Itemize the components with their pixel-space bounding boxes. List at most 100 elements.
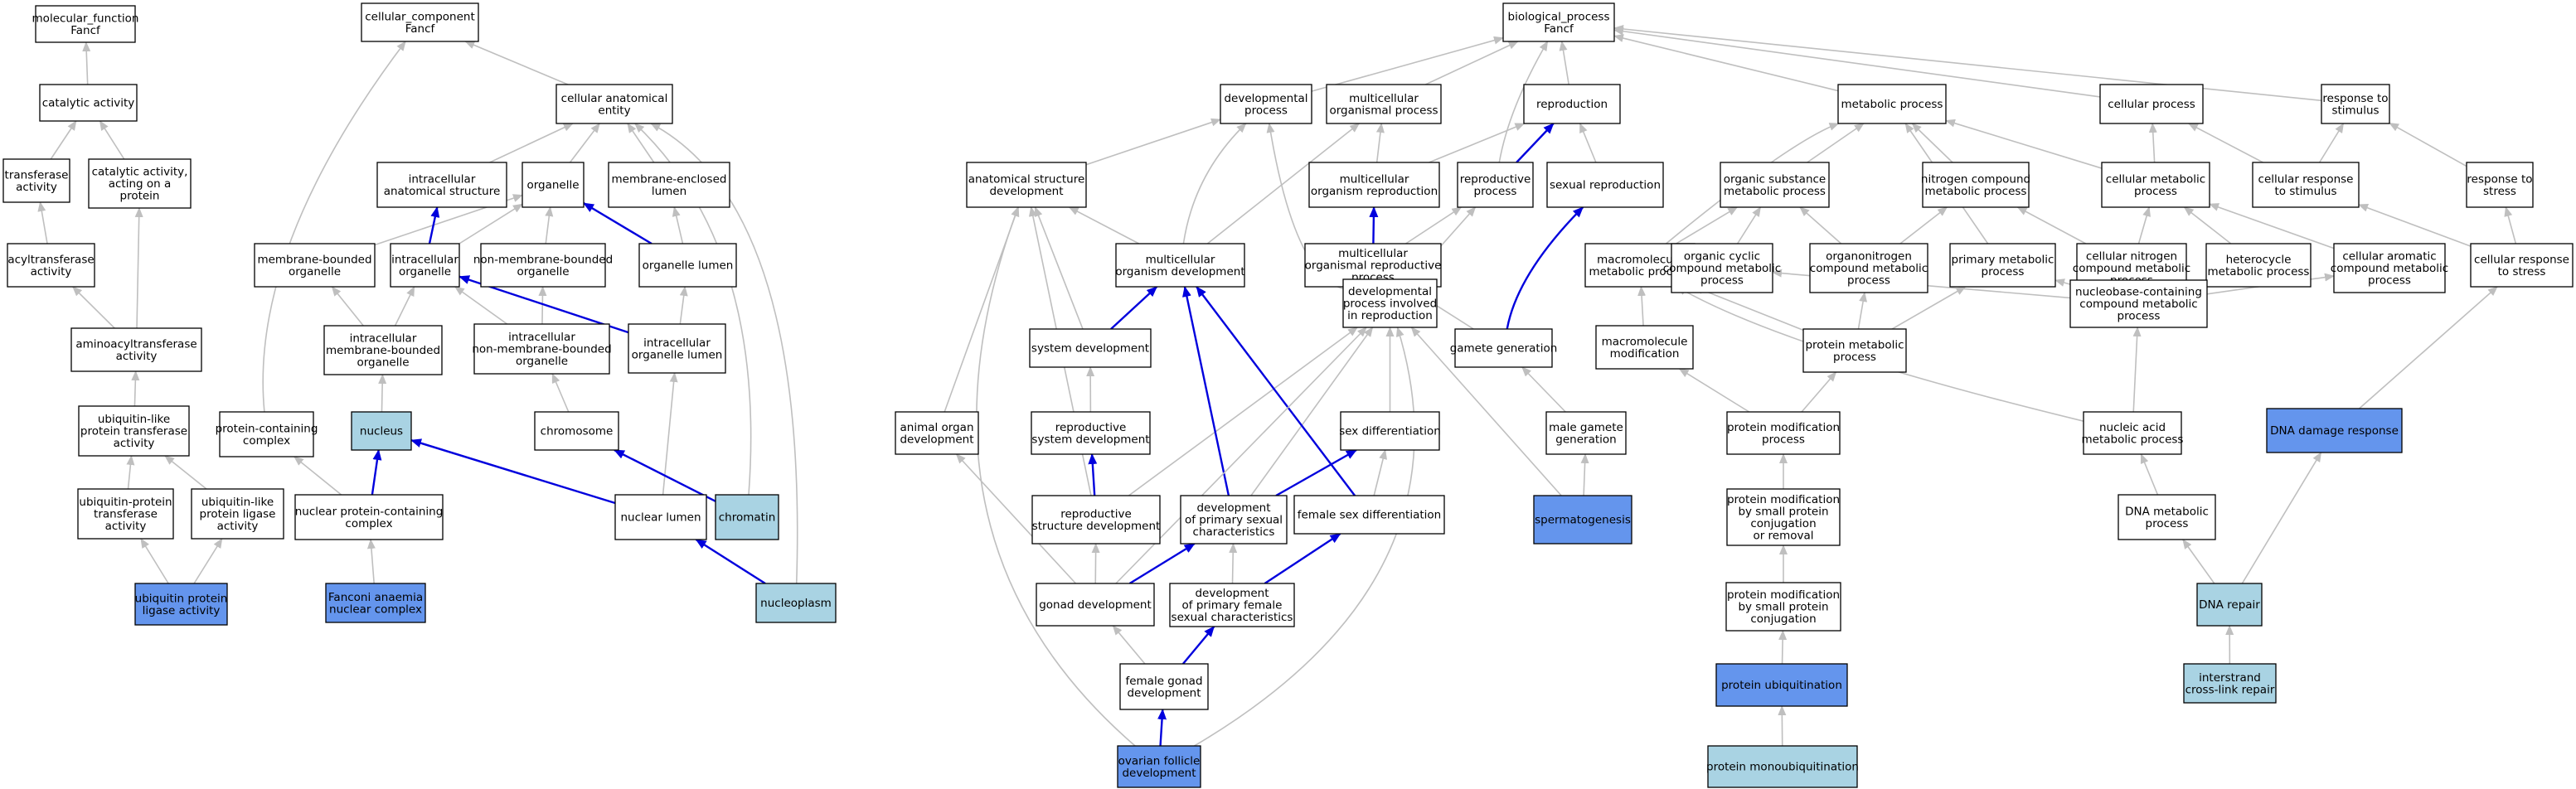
go-term-node-repro[interactable]: reproduction xyxy=(1523,84,1621,124)
go-term-node-fsd[interactable]: female sex differentiation xyxy=(1293,495,1445,535)
go-term-label: generation xyxy=(1555,433,1616,446)
go-term-node-dnarep[interactable]: DNA repair xyxy=(2196,583,2263,627)
go-term-label: compound metabolic xyxy=(2331,262,2448,275)
go-term-node-nl[interactable]: nuclear lumen xyxy=(614,494,707,540)
go-term-node-gd[interactable]: gonad development xyxy=(1036,583,1155,627)
go-term-node-nucleus[interactable]: nucleus xyxy=(351,411,412,451)
go-term-label: process xyxy=(1474,185,1517,198)
go-term-node-sd[interactable]: sex differentiation xyxy=(1339,411,1441,451)
go-term-node-cat[interactable]: catalytic activity xyxy=(39,84,138,122)
go-term-node-dnadr[interactable]: DNA damage response xyxy=(2266,408,2403,453)
go-term-label: conjugation xyxy=(1750,612,1816,626)
go-term-label: activity xyxy=(217,520,259,533)
go-term-node-ol[interactable]: organelle lumen xyxy=(638,243,737,288)
is-a-edge-dnadr-to-crstress xyxy=(2358,286,2498,409)
go-term-label: metabolic process xyxy=(1724,185,1826,198)
go-term-label: lumen xyxy=(652,185,686,198)
go-term-box xyxy=(1117,745,1201,788)
go-term-label: protein modification xyxy=(1727,421,1840,434)
go-term-label: process xyxy=(1762,433,1805,446)
go-term-node-gg[interactable]: gamete generation xyxy=(1450,328,1558,368)
go-term-node-pubi[interactable]: protein ubiquitination xyxy=(1715,663,1848,707)
go-term-box xyxy=(219,411,314,457)
go-term-node-nucleoplasm[interactable]: nucleoplasm xyxy=(755,583,837,623)
go-term-node-cp[interactable]: cellular process xyxy=(2099,84,2204,124)
go-term-node-chromosome[interactable]: chromosome xyxy=(534,411,619,451)
go-term-node-inmbo[interactable]: intracellularnon-membrane-boundedorganel… xyxy=(472,323,612,375)
is-a-edge-nmbo-to-org xyxy=(545,206,554,244)
go-term-label: cellular_component xyxy=(365,10,474,23)
go-term-node-pmono[interactable]: protein monoubiquitination xyxy=(1706,745,1859,788)
is-a-edge-imbo-to-mbo xyxy=(331,286,364,327)
go-term-label: nitrogen compound xyxy=(1921,172,2030,186)
go-term-node-met[interactable]: metabolic process xyxy=(1837,84,1947,124)
go-term-node-chromatin[interactable]: chromatin xyxy=(715,494,779,540)
go-term-label: catalytic activity, xyxy=(92,166,188,179)
go-term-label: catalytic activity xyxy=(42,97,135,110)
go-term-node-sperm[interactable]: spermatogenesis xyxy=(1533,495,1632,545)
go-term-node-sysdev[interactable]: system development xyxy=(1029,328,1152,368)
is-a-edge-gg-to-sr xyxy=(1506,206,1584,330)
go-term-node-sr[interactable]: sexual reproduction xyxy=(1546,162,1664,208)
go-term-node-org[interactable]: organelle xyxy=(522,162,585,208)
